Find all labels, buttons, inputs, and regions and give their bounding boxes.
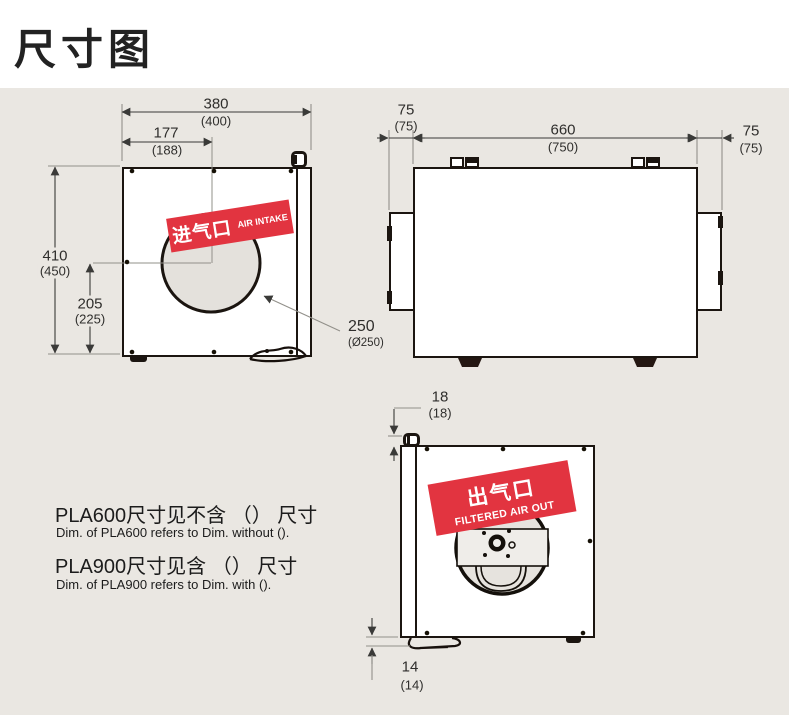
note-pla600-zh: PLA600尺寸见不含 （） 尺寸 (55, 505, 318, 527)
dim-side-flange-left: 75 (397, 101, 415, 119)
dim-side-length-alt: (750) (547, 139, 579, 155)
front-view-foot (130, 356, 147, 362)
dim-back-foot: 14 (401, 658, 419, 676)
dim-side-flange-left-alt: (75) (394, 118, 418, 134)
dim-front-intake-y: 205 (75, 295, 105, 313)
back-view-foot (566, 637, 581, 643)
side-view-flange-right (695, 212, 722, 311)
dim-back-foot-alt: (14) (400, 677, 424, 693)
note-pla900-en: Dim. of PLA900 refers to Dim. with (). (56, 577, 272, 592)
side-view-flange-left-clip-1 (387, 226, 392, 241)
air-intake-label-zh: 进气口 (170, 217, 234, 248)
dim-side-flange-right: 75 (742, 122, 760, 140)
air-intake-label-en: AIR INTAKE (236, 211, 289, 230)
dim-side-length: 660 (550, 121, 576, 139)
dim-back-latch: 18 (431, 388, 449, 406)
dim-front-intake-y-alt: (225) (72, 311, 108, 327)
side-view-bracket-2b-clip (648, 159, 658, 163)
dim-intake-diameter-alt: (Ø250) (348, 337, 384, 349)
back-view-latch (403, 433, 420, 447)
side-view-flange-right-clip-2 (718, 271, 723, 285)
back-view-latch-pin (407, 436, 410, 444)
side-view-body (413, 167, 698, 358)
front-view-latch-pin (294, 155, 297, 164)
front-view-body (122, 167, 298, 357)
side-view-flange-left (389, 212, 415, 311)
front-view-door-edge (296, 167, 312, 357)
dim-front-width: 380 (203, 95, 229, 113)
dim-front-height-alt: (450) (37, 263, 73, 279)
dim-front-intake-x: 177 (153, 124, 179, 142)
dim-back-latch-alt: (18) (428, 405, 452, 421)
note-pla600-en: Dim. of PLA600 refers to Dim. without ()… (56, 525, 290, 540)
page-title: 尺寸图 (14, 26, 156, 73)
dim-front-intake-x-alt: (188) (151, 142, 183, 158)
note-pla900-zh: PLA900尺寸见含 （） 尺寸 (55, 556, 298, 578)
dim-intake-diameter: 250 (348, 318, 375, 335)
dim-front-width-alt: (400) (200, 113, 232, 129)
side-view-flange-right-clip-1 (718, 216, 723, 228)
side-view-bracket-1b-clip (467, 159, 477, 163)
dim-front-height: 410 (40, 247, 70, 265)
side-view-flange-left-clip-2 (387, 291, 392, 304)
dim-side-flange-right-alt: (75) (739, 140, 763, 156)
